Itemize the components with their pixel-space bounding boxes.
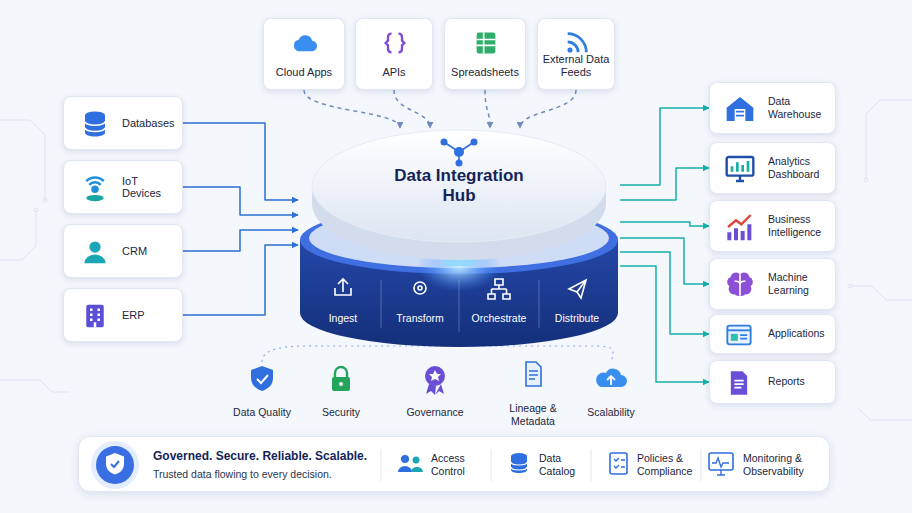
band-item: Access Control [431, 452, 487, 477]
flow-connector [183, 187, 298, 215]
node-icon [724, 93, 756, 125]
flow-connector [620, 168, 709, 200]
node-icon [80, 109, 110, 139]
feature-label: Lineage & Metadata [500, 402, 566, 427]
target-box: Analytics Dashboard [709, 142, 836, 194]
node-icon [80, 173, 110, 203]
flow-connector [520, 90, 576, 128]
node-label: Machine Learning [768, 271, 831, 297]
node-label: Transform [396, 312, 443, 324]
node-label: Spreadsheets [451, 66, 519, 79]
stage-segment: Transform [382, 278, 458, 328]
node-label: CRM [122, 245, 147, 257]
node-label: ERP [122, 309, 145, 321]
node-icon [724, 211, 756, 243]
node-icon [80, 301, 110, 331]
source-box: ERP [63, 288, 183, 342]
node-label: Orchestrate [472, 312, 527, 324]
node-label: Data Integration Hub [384, 166, 534, 207]
target-box: Data Warehouse [709, 82, 836, 134]
node-label: Data Warehouse [768, 95, 831, 121]
node-icon [724, 153, 756, 185]
node-icon [80, 237, 110, 267]
band-text: Trusted data flowing to every decision. [153, 468, 393, 481]
flow-connector [620, 222, 709, 226]
node-label: Ingest [329, 312, 358, 324]
stage-segment: Distribute [540, 278, 614, 328]
node-icon [472, 29, 500, 57]
node-label: Databases [122, 117, 175, 129]
source-box: APIs [355, 18, 433, 90]
target-box: Business Intelligence [709, 200, 836, 252]
flow-connector [485, 90, 490, 128]
node-label: Distribute [555, 312, 599, 324]
stage-segment: Orchestrate [460, 278, 538, 328]
node-label: Reports [768, 375, 805, 388]
band-item: Data Catalog [539, 452, 589, 477]
hub-platform: Data Integration HubIngest Transform Orche… [298, 128, 620, 350]
flow-connector [620, 252, 709, 334]
node-label: Business Intelligence [768, 213, 831, 239]
flow-connector [183, 230, 298, 251]
source-box: IoT Devices [63, 160, 183, 214]
flow-connector [620, 238, 709, 284]
source-box: Cloud Apps [263, 18, 345, 90]
feature-label: Governance [395, 406, 475, 419]
target-box: Reports [709, 360, 836, 404]
source-box: Databases [63, 96, 183, 150]
band-item: Monitoring & Observability [743, 452, 821, 477]
source-box: External Data Feeds [537, 18, 615, 90]
feature-label: Security [306, 406, 376, 419]
flow-connector [620, 108, 709, 185]
feature-icons [251, 362, 627, 395]
stage-segment: Ingest [306, 278, 380, 328]
node-icon [381, 29, 409, 57]
source-box: CRM [63, 224, 183, 278]
node-label: APIs [382, 66, 405, 79]
node-icon [724, 269, 756, 301]
band-item: Policies & Compliance [637, 452, 709, 477]
feature-label: Scalability [571, 406, 651, 419]
feature-arc [262, 346, 613, 362]
source-box: Spreadsheets [444, 18, 526, 90]
flow-connector [183, 245, 298, 315]
footer-band: Governed. Secure. Reliable. Scalable. Tru… [78, 436, 830, 492]
target-box: Applications [709, 314, 836, 354]
node-icon [725, 369, 753, 397]
node-label: Cloud Apps [276, 66, 332, 79]
node-label: External Data Feeds [542, 53, 610, 79]
node-icon [725, 321, 753, 349]
flow-connector [304, 90, 400, 128]
band-text: Governed. Secure. Reliable. Scalable. [153, 449, 393, 463]
feature-label: Data Quality [220, 406, 304, 419]
node-label: IoT Devices [122, 175, 176, 199]
flow-connector [620, 266, 709, 382]
flow-connector [394, 90, 430, 128]
node-label: Applications [768, 327, 825, 340]
node-icon [291, 29, 319, 57]
target-box: Machine Learning [709, 258, 836, 310]
node-label: Analytics Dashboard [768, 155, 831, 181]
